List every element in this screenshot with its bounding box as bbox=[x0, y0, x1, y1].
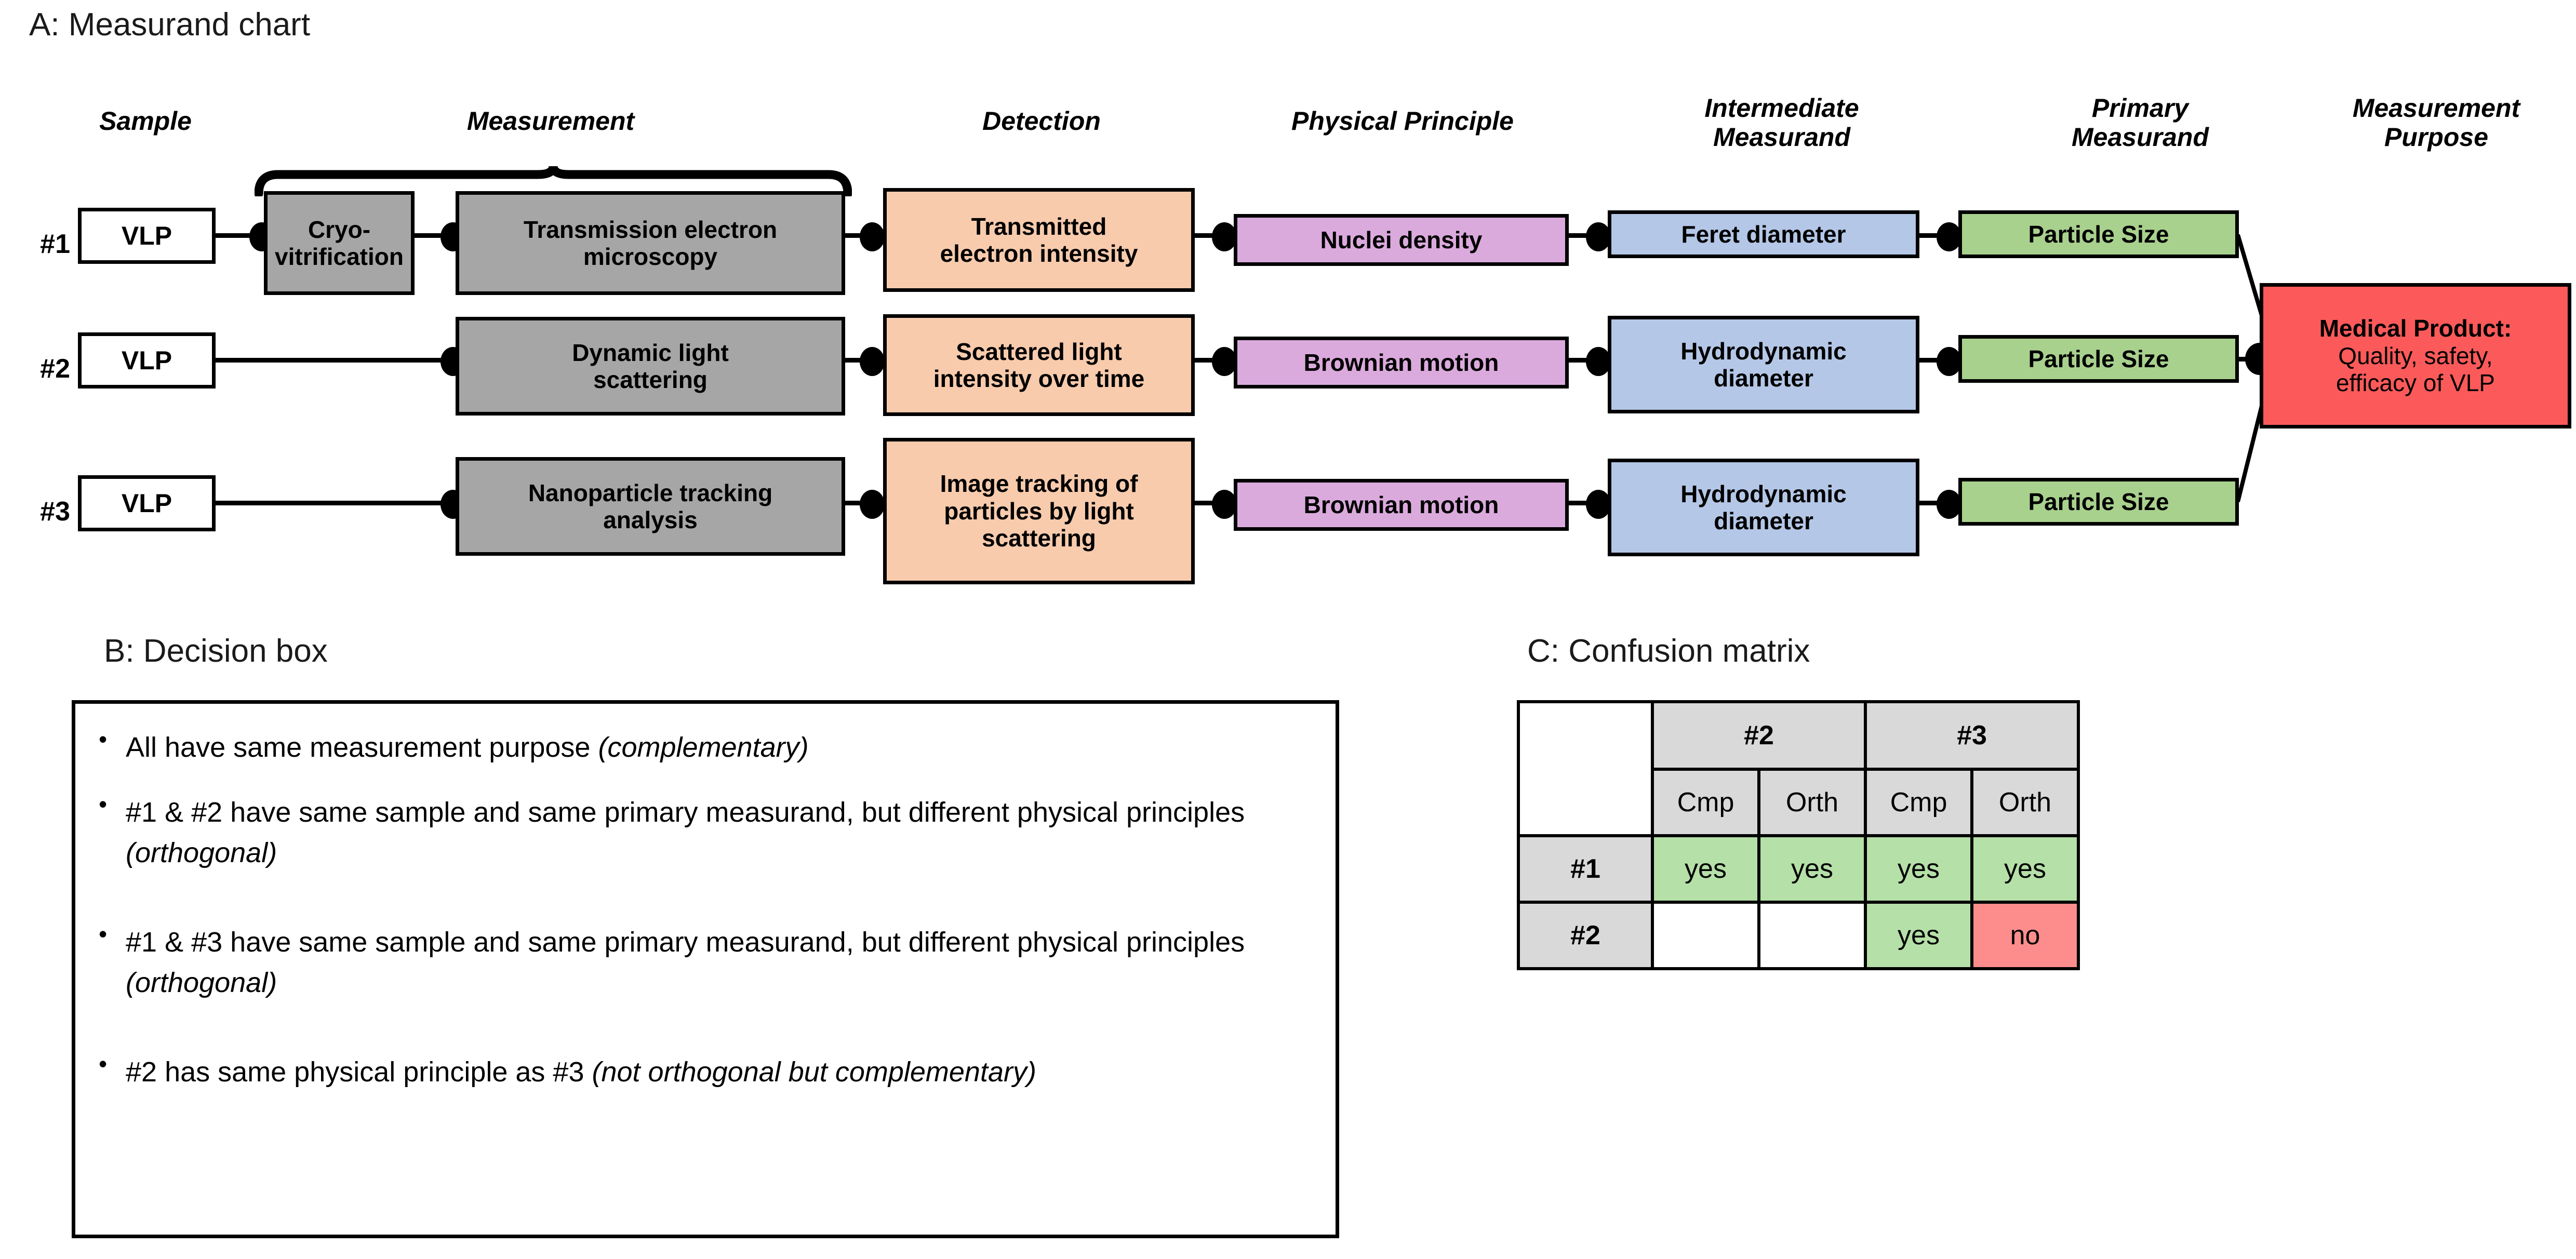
node-primary-measurand-3: Particle Size bbox=[1958, 478, 2239, 526]
connector-dot bbox=[1937, 490, 1961, 519]
connector-dot bbox=[1586, 490, 1611, 519]
connector-dot bbox=[1937, 222, 1961, 251]
matrix-subheader-orth-3: Orth bbox=[1970, 768, 2080, 837]
node-physical-principle-2: Brownian motion bbox=[1234, 337, 1569, 389]
purpose-title: Medical Product: bbox=[2319, 315, 2512, 342]
connector-dot bbox=[1937, 347, 1961, 376]
bullet-text: #2 has same physical principle as #3 (no… bbox=[126, 1052, 1036, 1092]
matrix-colgroup-2: #2 bbox=[1651, 700, 1867, 771]
edge-sample1-prep1 bbox=[214, 233, 263, 238]
bullet-text: #1 & #3 have same sample and same primar… bbox=[126, 922, 1304, 1003]
bullet-icon: • bbox=[99, 920, 108, 947]
matrix-cell: yes bbox=[1651, 834, 1760, 904]
bullet-plain: All have same measurement purpose bbox=[126, 732, 598, 763]
node-physical-principle-3: Brownian motion bbox=[1234, 479, 1569, 531]
matrix-cell: yes bbox=[1970, 834, 2080, 904]
column-header-detection: Detection bbox=[982, 106, 1101, 136]
node-detection-3: Image tracking of particles by light sca… bbox=[883, 438, 1195, 584]
node-primary-measurand-1: Particle Size bbox=[1958, 210, 2239, 258]
column-header-measurement: Measurement bbox=[466, 106, 635, 136]
matrix-cell bbox=[1757, 901, 1867, 970]
connector-dot bbox=[1212, 347, 1237, 376]
bullet-icon: • bbox=[99, 726, 108, 753]
bullet-text: #1 & #2 have same sample and same primar… bbox=[126, 792, 1304, 874]
bullet-italic: (complementary) bbox=[598, 732, 809, 763]
bullet-italic: (orthogonal) bbox=[126, 837, 277, 869]
row-label-1: #1 bbox=[40, 229, 70, 259]
matrix-subheader-cmp-2: Cmp bbox=[1651, 768, 1760, 837]
connector-dot bbox=[1212, 490, 1237, 519]
measurement-brace bbox=[255, 165, 852, 196]
matrix-subheader-row: Cmp Orth Cmp Orth bbox=[1518, 768, 2080, 837]
matrix-rowheader-2: #2 bbox=[1517, 901, 1654, 970]
node-measurement-2: Dynamic light scattering bbox=[456, 317, 845, 416]
confusion-matrix: #2 #3 Cmp Orth Cmp Orth #1 yes yes yes y… bbox=[1517, 700, 2080, 970]
connector-dot bbox=[1212, 222, 1237, 251]
node-sample-2: VLP bbox=[78, 332, 216, 389]
connector-dot bbox=[860, 347, 885, 376]
edge-sample3-meas3 bbox=[214, 501, 458, 505]
matrix-rowheader-1: #1 bbox=[1517, 834, 1654, 904]
matrix-row-1: #1 yes yes yes yes bbox=[1517, 834, 2080, 904]
bullet-plain: #2 has same physical principle as #3 bbox=[126, 1056, 592, 1088]
column-header-sample: Sample bbox=[99, 106, 192, 136]
node-intermediate-measurand-2: Hydrodynamic diameter bbox=[1608, 316, 1919, 413]
connector-dot bbox=[1586, 222, 1611, 251]
row-label-2: #2 bbox=[40, 354, 70, 384]
node-physical-principle-1: Nuclei density bbox=[1234, 214, 1569, 266]
node-intermediate-measurand-1: Feret diameter bbox=[1608, 210, 1919, 258]
node-measurement-3: Nanoparticle tracking analysis bbox=[456, 457, 845, 556]
connector-dot bbox=[1586, 347, 1611, 376]
row-label-3: #3 bbox=[40, 497, 70, 527]
node-detection-2: Scattered light intensity over time bbox=[883, 314, 1195, 416]
connector-dot bbox=[860, 222, 885, 251]
matrix-subheader-orth-2: Orth bbox=[1757, 768, 1867, 837]
bullet-italic: (orthogonal) bbox=[126, 967, 277, 999]
bullet-icon: • bbox=[99, 1050, 108, 1077]
matrix-cell: yes bbox=[1864, 901, 1973, 970]
decision-bullet: • #1 & #3 have same sample and same prim… bbox=[99, 922, 1304, 1003]
node-primary-measurand-2: Particle Size bbox=[1958, 335, 2239, 383]
matrix-cell bbox=[1651, 901, 1760, 970]
panel-a-title: A: Measurand chart bbox=[29, 7, 311, 43]
decision-box bbox=[72, 700, 1339, 1238]
node-measurement-purpose: Medical Product: Quality, safety, effica… bbox=[2260, 283, 2571, 428]
connector-dot bbox=[860, 490, 885, 519]
node-detection-1: Transmitted electron intensity bbox=[883, 188, 1195, 292]
panel-b-title: B: Decision box bbox=[104, 633, 328, 669]
matrix-cell: no bbox=[1970, 901, 2080, 970]
matrix-corner-cell bbox=[1517, 700, 1654, 837]
matrix-colgroup-3: #3 bbox=[1864, 700, 2080, 771]
bullet-icon: • bbox=[99, 791, 108, 818]
decision-bullet: • All have same measurement purpose (com… bbox=[99, 727, 1304, 768]
edge-sample2-meas2 bbox=[214, 358, 458, 363]
bullet-plain: #1 & #2 have same sample and same primar… bbox=[126, 797, 1245, 828]
matrix-row-2: #2 yes no bbox=[1517, 901, 2080, 970]
node-sample-1: VLP bbox=[78, 208, 216, 264]
node-intermediate-measurand-3: Hydrodynamic diameter bbox=[1608, 459, 1919, 556]
matrix-cell: yes bbox=[1757, 834, 1867, 904]
purpose-body: Quality, safety, efficacy of VLP bbox=[2336, 342, 2495, 397]
node-preparation-1: Cryo- vitrification bbox=[264, 191, 415, 295]
column-header-physical-principle: Physical Principle bbox=[1291, 106, 1514, 136]
decision-bullet: • #1 & #2 have same sample and same prim… bbox=[99, 792, 1304, 874]
matrix-subheader-cmp-3: Cmp bbox=[1864, 768, 1973, 837]
edge-prep1-meas1 bbox=[413, 233, 455, 238]
bullet-text: All have same measurement purpose (compl… bbox=[126, 727, 809, 768]
panel-c-title: C: Confusion matrix bbox=[1527, 633, 1810, 669]
node-measurement-1: Transmission electron microscopy bbox=[456, 191, 845, 295]
node-sample-3: VLP bbox=[78, 475, 216, 531]
decision-bullet: • #2 has same physical principle as #3 (… bbox=[99, 1052, 1304, 1092]
matrix-cell: yes bbox=[1864, 834, 1973, 904]
bullet-plain: #1 & #3 have same sample and same primar… bbox=[126, 927, 1245, 958]
bullet-italic: (not orthogonal but complementary) bbox=[592, 1056, 1036, 1088]
matrix-header-row: #2 #3 bbox=[1517, 700, 2080, 837]
